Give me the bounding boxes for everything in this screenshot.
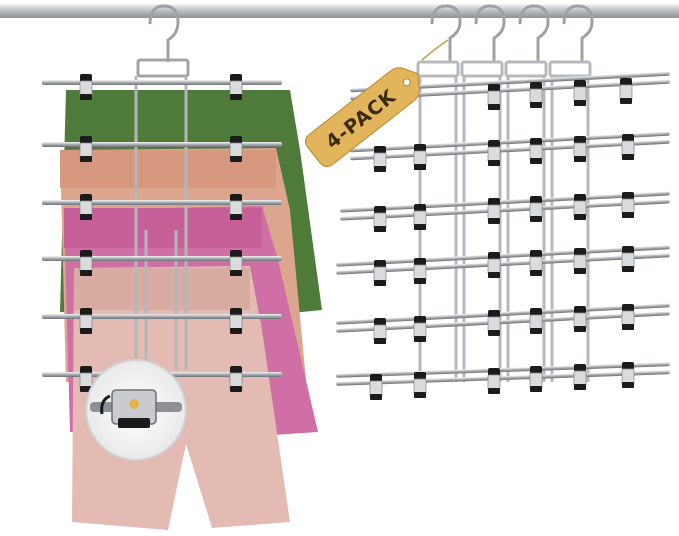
hanger-hook-icon — [148, 4, 180, 62]
clip-closeup-icon — [85, 359, 187, 461]
hanger-with-shorts — [42, 4, 322, 530]
hanger-stack: 4-PACK — [305, 4, 670, 401]
right-clips — [369, 77, 635, 401]
